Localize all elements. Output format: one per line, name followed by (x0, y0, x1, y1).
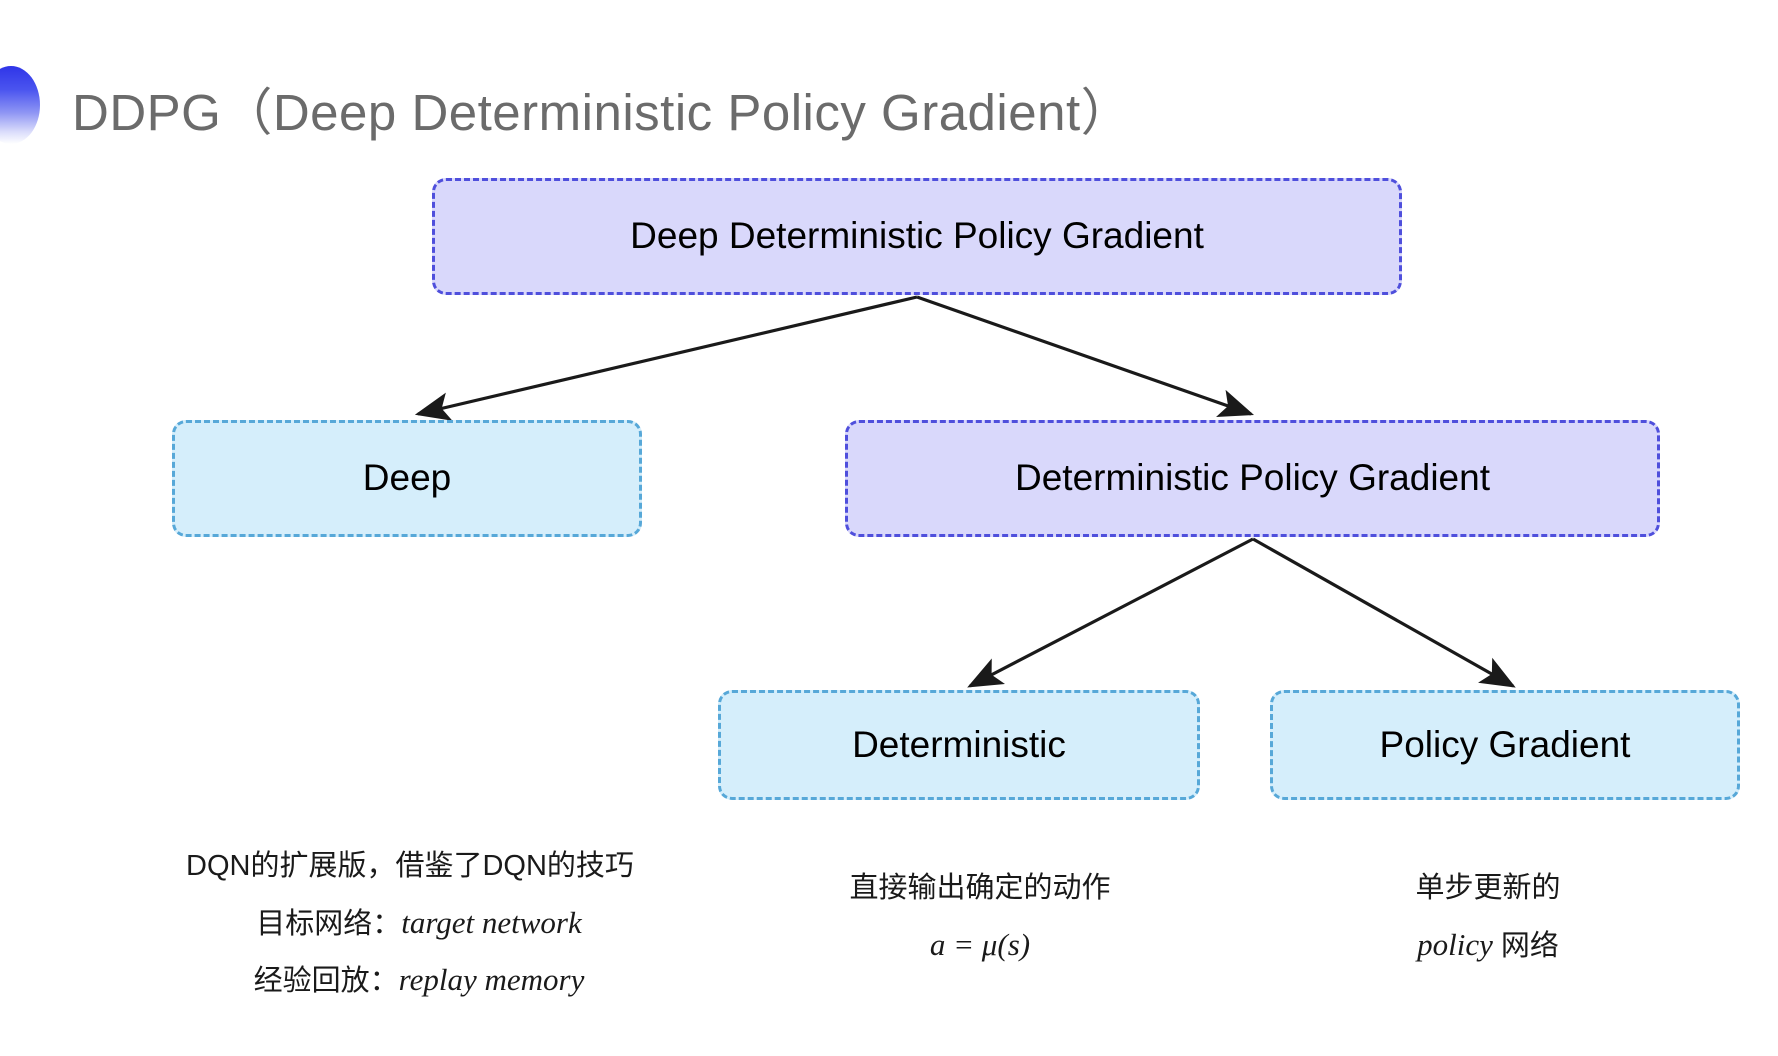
node-deep[interactable]: Deep (172, 420, 642, 537)
caption-deep-line1: DQN的扩展版，借鉴了DQN的技巧 (186, 850, 634, 882)
node-label: Deep Deterministic Policy Gradient (630, 215, 1204, 257)
edge-root-to-dpg (916, 295, 1255, 418)
node-label: Deep (362, 457, 452, 499)
caption-policy-gradient: 单步更新的 policy 网络 (1248, 862, 1728, 973)
caption-deep-line3-label: 经验回放： (253, 965, 399, 998)
caption-deep-line3-term: replay memory (398, 962, 585, 998)
caption-deep-line3: 经验回放：replay memory (150, 951, 670, 1009)
gradient-circle-bullet-icon (0, 66, 40, 144)
caption-policy-gradient-term: policy (1417, 926, 1493, 962)
caption-policy-gradient-line1: 单步更新的 (1415, 872, 1561, 904)
edge-root-to-deep (414, 295, 918, 421)
edge-dpg-to-deterministic (967, 537, 1254, 688)
caption-deep-line2-term: target network (401, 904, 582, 940)
caption-deep: DQN的扩展版，借鉴了DQN的技巧 目标网络：target network 经验… (150, 840, 670, 1009)
caption-deterministic: 直接输出确定的动作 a = μ(s) (700, 862, 1260, 973)
page-title: DDPG（Deep Deterministic Policy Gradient） (0, 58, 1132, 158)
node-deterministic[interactable]: Deterministic (718, 690, 1200, 800)
node-label: Deterministic Policy Gradient (1015, 457, 1490, 499)
caption-deterministic-formula: a = μ(s) (929, 926, 1031, 962)
node-deterministic-policy-gradient[interactable]: Deterministic Policy Gradient (845, 420, 1660, 537)
node-policy-gradient[interactable]: Policy Gradient (1270, 690, 1740, 800)
node-deep-deterministic-policy-gradient[interactable]: Deep Deterministic Policy Gradient (432, 178, 1402, 295)
caption-policy-gradient-line2: policy 网络 (1248, 916, 1728, 974)
caption-deterministic-line1: 直接输出确定的动作 (849, 872, 1111, 904)
page-title-text: DDPG（Deep Deterministic Policy Gradient） (72, 84, 1133, 141)
node-label: Deterministic (852, 723, 1066, 765)
node-label: Policy Gradient (1379, 723, 1631, 765)
edge-dpg-to-policy-gradient (1252, 537, 1516, 688)
caption-policy-gradient-suffix: 网络 (1492, 929, 1559, 962)
caption-deep-line2: 目标网络：target network (150, 894, 670, 952)
caption-deep-line2-label: 目标网络： (256, 907, 402, 940)
